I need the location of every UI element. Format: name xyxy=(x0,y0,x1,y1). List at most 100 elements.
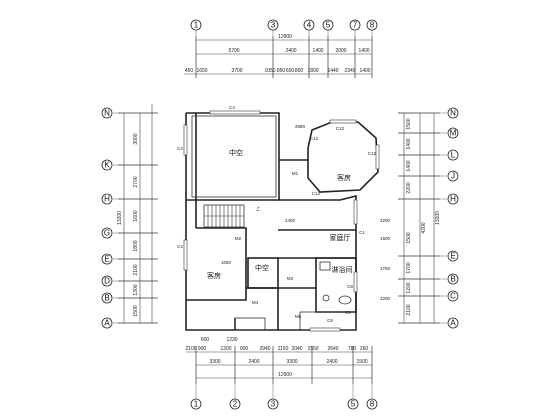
svg-text:5: 5 xyxy=(326,21,331,30)
right-dimensions: 13200 4200 1500 1400 1400 2200 1500 1700… xyxy=(398,112,441,324)
svg-text:E: E xyxy=(450,252,455,261)
tag-m4: M4 xyxy=(252,300,259,305)
svg-text:3: 3 xyxy=(271,21,276,30)
top-dim-r3-4: 1050 xyxy=(264,68,275,74)
left-total-dim: 13200 xyxy=(117,211,123,225)
building-walls xyxy=(185,112,379,331)
right-inner-dim: 4200 xyxy=(421,222,427,233)
axis-bubble-top-8: 8 xyxy=(366,19,378,31)
top-dim-r3-10: 2340 xyxy=(344,68,355,74)
top-dim-r3-1: 450 xyxy=(185,68,194,74)
axis-bubble-left-D: D xyxy=(101,275,118,287)
axis-bubble-right-M: M xyxy=(440,127,459,139)
svg-text:1: 1 xyxy=(194,21,199,30)
axis-bubble-bottom-3: 3 xyxy=(267,398,279,410)
lower-center-walls xyxy=(246,287,316,330)
axis-bubble-left-H: H xyxy=(101,193,118,205)
axis-bubble-top-3: 3 xyxy=(267,19,279,31)
middle-walls xyxy=(185,159,357,331)
bottom-r3-1: 2100 xyxy=(185,346,196,352)
top-dim-5: 1400 xyxy=(358,48,369,54)
svg-text:L: L xyxy=(451,151,456,160)
right-dim-5: 1500 xyxy=(406,232,412,243)
tag-c12-b: C12 xyxy=(310,136,319,141)
axis-bubble-top-5: 5 xyxy=(322,19,334,31)
room-void-center: 中空 xyxy=(255,263,269,272)
tag-c8-a: C8 xyxy=(347,284,353,289)
bottom-r3-6: 1150 xyxy=(278,346,289,352)
svg-text:B: B xyxy=(104,294,109,303)
bottom-dimensions: 2100 900 1200 900 2940 1150 2040 1550 26… xyxy=(185,337,373,384)
right-dim-6: 1700 xyxy=(406,262,412,273)
svg-text:C: C xyxy=(450,292,456,301)
svg-text:3: 3 xyxy=(271,400,276,409)
left-dimensions: 13200 1500 1300 2100 1800 1600 2700 3000 xyxy=(117,104,158,324)
left-dim-3: 2100 xyxy=(133,264,139,275)
svg-text:8: 8 xyxy=(370,400,375,409)
svg-text:E: E xyxy=(104,255,109,264)
left-dim-5: 1600 xyxy=(133,210,139,221)
svg-text:N: N xyxy=(450,109,456,118)
right-axis-bubbles: N M L J H E B C A xyxy=(440,107,459,329)
bottom-r3-4: 900 xyxy=(240,346,249,352)
bottom-r3-5: 2940 xyxy=(259,346,270,352)
tag-c4-left: C4 xyxy=(177,146,183,151)
left-axis-bubbles: N K H G E D B A xyxy=(101,107,118,329)
left-bedroom-walls xyxy=(186,227,247,301)
right-dim-4: 2200 xyxy=(406,182,412,193)
tag-c1: C1 xyxy=(359,230,365,235)
top-axis-bubbles: 1 3 4 5 7 8 xyxy=(190,19,378,36)
tag-m1: M1 xyxy=(292,171,299,176)
room-labels: 中空 客房 家庭厅 客房 中空 淋浴间 2400 xyxy=(207,148,353,280)
stair-flight: 上 xyxy=(203,204,261,228)
bottom-r3-3: 1200 xyxy=(220,346,231,352)
tag-c12-d: C12 xyxy=(312,191,321,196)
axis-bubble-top-1: 1 xyxy=(190,19,202,31)
top-dim-r3-9: 1440 xyxy=(327,68,338,74)
tag-1500: 1500 xyxy=(380,236,391,241)
bottom-r1-5: 1500 xyxy=(356,359,367,365)
axis-bubble-right-E: E xyxy=(440,250,459,262)
svg-text:H: H xyxy=(450,195,456,204)
axis-bubble-left-B: B xyxy=(101,292,118,304)
bottom-r1-2: 2400 xyxy=(248,359,259,365)
svg-text:2: 2 xyxy=(233,400,238,409)
axis-bubble-bottom-8: 8 xyxy=(366,398,378,410)
axis-bubble-right-C: C xyxy=(440,290,459,302)
left-tower-walls xyxy=(185,113,196,201)
axis-bubble-right-L: L xyxy=(440,149,459,161)
left-dim-4: 1800 xyxy=(133,240,139,251)
top-dim-r3-3: 3700 xyxy=(231,68,242,74)
axis-bubble-left-N: N xyxy=(101,107,118,119)
svg-text:8: 8 xyxy=(370,21,375,30)
room-shower: 淋浴间 xyxy=(332,265,353,274)
axis-bubble-bottom-2: 2 xyxy=(229,398,241,410)
bottom-axis-bubbles: 1 2 3 5 8 xyxy=(190,384,378,410)
tag-2880: 2880 xyxy=(295,124,306,129)
svg-text:A: A xyxy=(104,319,110,328)
top-dim-r3-8: 1800 xyxy=(307,68,318,74)
room-guest-upper: 客房 xyxy=(337,173,351,182)
right-dim-2: 1400 xyxy=(406,138,412,149)
bottom-r1-3: 3300 xyxy=(286,359,297,365)
bottom-r2-1: 600 xyxy=(201,337,210,343)
tag-m3: M3 xyxy=(287,276,294,281)
axis-bubble-bottom-1: 1 xyxy=(190,398,202,410)
top-overall-dim: 12900 xyxy=(278,34,292,40)
tag-c4-top: C4 xyxy=(229,105,235,110)
svg-text:5: 5 xyxy=(351,400,356,409)
tag-c8-b: C8 xyxy=(327,318,333,323)
axis-bubble-right-N: N xyxy=(440,107,459,119)
left-dim-7: 3000 xyxy=(133,133,139,144)
svg-text:4: 4 xyxy=(307,21,312,30)
room-void-upper: 中空 xyxy=(229,148,243,157)
tag-4200: 4200 xyxy=(380,296,391,301)
svg-text:D: D xyxy=(104,277,110,286)
svg-text:N: N xyxy=(104,109,110,118)
left-dim-1: 1500 xyxy=(133,305,139,316)
axis-bubble-right-H: H xyxy=(440,193,459,205)
room-guest-lower: 客房 xyxy=(207,271,221,280)
tag-c9: C9 xyxy=(345,310,351,315)
top-dim-r3-7: 800 xyxy=(295,68,304,74)
windows xyxy=(183,110,380,332)
